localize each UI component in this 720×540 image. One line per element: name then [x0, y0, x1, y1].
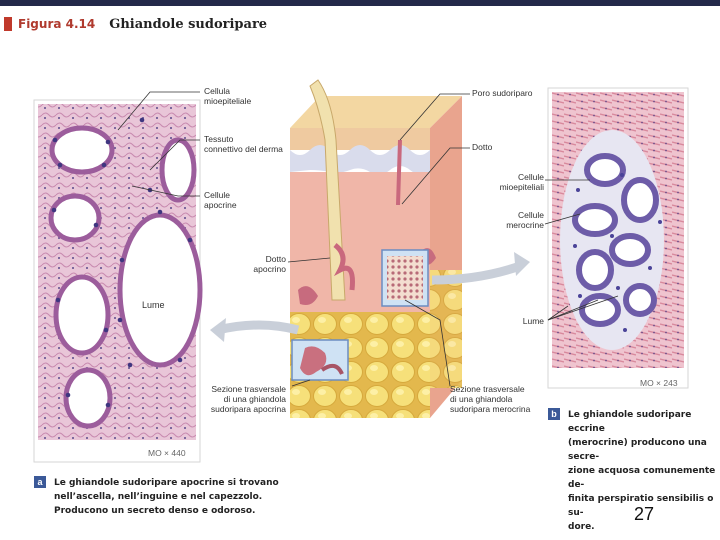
caption-b-badge: b: [548, 408, 560, 420]
label-cellule-mioepiteliali: Cellule mioepiteliali: [499, 172, 544, 192]
label-sezione-merocrina: Sezione trasversale di una ghiandola sud…: [450, 384, 531, 414]
page-number: 27: [634, 504, 655, 524]
label-dotto-apocrino: Dotto apocrino: [253, 254, 286, 274]
caption-a-text: Le ghiandole sudoripare apocrine si trov…: [54, 478, 279, 516]
label-cellule-apocrine: Cellule apocrine: [204, 190, 237, 210]
label-tessuto-connettivo: Tessuto connettivo del derma: [204, 134, 283, 154]
top-bar: [0, 0, 720, 6]
skin-block-diagram: [210, 79, 530, 418]
label-sezione-apocrina: Sezione trasversale di una ghiandola sud…: [210, 384, 286, 414]
caption-a-badge: a: [34, 476, 46, 488]
center-leader-lines: [287, 93, 470, 387]
label-cellule-merocrine: Cellule merocrine: [506, 210, 544, 230]
label-lume-right: Lume: [522, 316, 544, 326]
apocrine-micrograph: [33, 99, 203, 463]
label-dotto: Dotto: [472, 142, 493, 152]
eccrine-micrograph: [547, 87, 689, 389]
figure-number: Figura 4.14: [18, 17, 96, 31]
left-leader-lines: [117, 91, 200, 197]
label-poro-sudoriparo: Poro sudoriparo: [472, 88, 533, 98]
caption-b-text: Le ghiandole sudoripare eccrine (merocri…: [568, 410, 716, 532]
magnification-left: MO × 440: [148, 448, 186, 458]
figure-header: Figura 4.14 Ghiandole sudoripare: [4, 14, 267, 34]
figure-marker: [4, 17, 12, 31]
right-leader-lines: [544, 179, 619, 321]
label-cellula-mioepiteliale: Cellula mioepiteliale: [204, 86, 252, 106]
magnification-right: MO × 243: [640, 378, 678, 388]
label-lume-left: Lume: [142, 300, 165, 310]
figure-title: Ghiandole sudoripare: [109, 16, 268, 32]
